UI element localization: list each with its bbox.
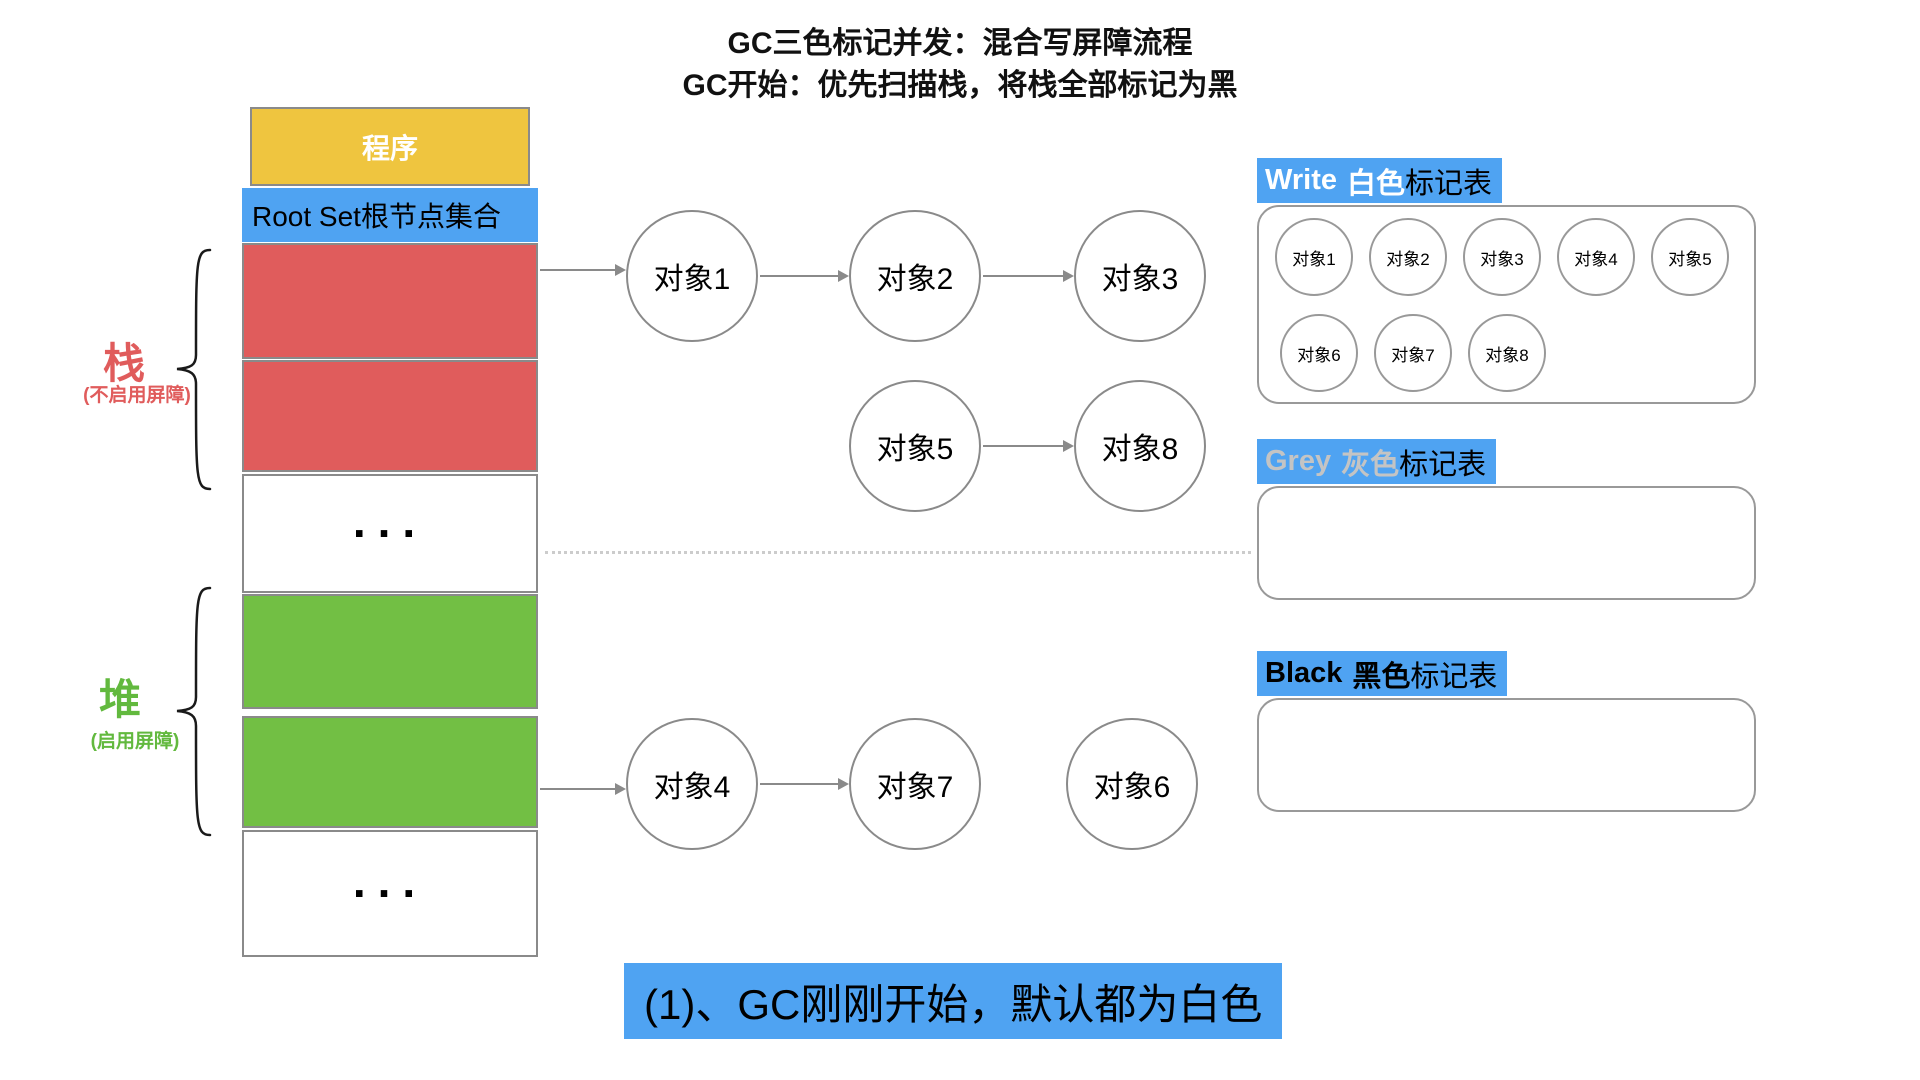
stack-barrier-note: (不启用屏障): [83, 385, 191, 406]
stack-slot-1: [242, 243, 538, 359]
node-obj6: 对象6: [1066, 718, 1198, 850]
grey-table-box: [1257, 486, 1756, 600]
step-caption: (1)、GC刚刚开始，默认都为白色: [624, 963, 1283, 1039]
node-obj8: 对象8: [1074, 380, 1206, 512]
stack-ellipsis-block: ...: [242, 474, 538, 593]
white-table-item-obj3: 对象3: [1463, 218, 1541, 296]
white-table-item-obj2: 对象2: [1369, 218, 1447, 296]
grey-table-header: Grey 灰色 标记表: [1257, 439, 1497, 484]
grey-table-title-en: Grey: [1265, 445, 1332, 477]
diagram-title-line2: GC开始：优先扫描栈，将栈全部标记为黑: [682, 69, 1238, 102]
black-table-title-suffix: 标记表: [1410, 660, 1498, 693]
white-table-item-obj8: 对象8: [1468, 314, 1546, 392]
node-obj1: 对象1: [626, 210, 758, 342]
diagram-title-line1: GC三色标记并发：混合写屏障流程: [727, 27, 1193, 60]
arrow-obj1-to-obj2: [760, 270, 849, 282]
ellipsis-text: ...: [352, 494, 428, 547]
arrow-obj4-to-obj7: [760, 778, 849, 790]
white-table-box: 对象1 对象2 对象3 对象4 对象5 对象6 对象7 对象8: [1257, 205, 1756, 404]
node-obj4: 对象4: [626, 718, 758, 850]
node-obj2: 对象2: [849, 210, 981, 342]
node-obj3: 对象3: [1074, 210, 1206, 342]
black-table-box: [1257, 698, 1756, 812]
arrow-rootstack-to-obj1: [540, 264, 626, 276]
white-table-item-obj4: 对象4: [1557, 218, 1635, 296]
arrow-heap-to-obj4: [540, 783, 626, 795]
program-block: 程序: [250, 107, 530, 186]
heap-label: 堆: [98, 676, 141, 723]
white-table-title-cn: 白色: [1346, 167, 1405, 200]
grey-table-title-cn: 灰色: [1341, 448, 1400, 481]
white-table-title-en: Write: [1265, 164, 1337, 196]
black-table-title-en: Black: [1265, 657, 1343, 689]
stack-label: 栈: [102, 340, 145, 387]
heap-brace-icon: [168, 585, 218, 843]
arrow-obj5-to-obj8: [983, 440, 1074, 452]
white-table-header: Write 白色 标记表: [1257, 158, 1503, 203]
heap-slot-2: [242, 716, 538, 828]
dotted-divider: [545, 551, 1251, 554]
heap-barrier-note: (启用屏障): [90, 731, 180, 752]
arrow-obj2-to-obj3: [983, 270, 1074, 282]
white-table-item-obj1: 对象1: [1275, 218, 1353, 296]
root-set-block: Root Set根节点集合: [242, 188, 538, 242]
node-obj7: 对象7: [849, 718, 981, 850]
black-table-header: Black 黑色 标记表: [1257, 651, 1508, 696]
white-table-item-obj6: 对象6: [1280, 314, 1358, 392]
stack-slot-2: [242, 360, 538, 472]
black-table-title-cn: 黑色: [1352, 660, 1411, 693]
grey-table-title-suffix: 标记表: [1399, 448, 1487, 481]
white-table-title-suffix: 标记表: [1405, 167, 1493, 200]
heap-slot-1: [242, 594, 538, 709]
white-table-item-obj7: 对象7: [1374, 314, 1452, 392]
ellipsis-text: ...: [352, 854, 428, 907]
heap-ellipsis-block: ...: [242, 830, 538, 957]
white-table-item-obj5: 对象5: [1651, 218, 1729, 296]
node-obj5: 对象5: [849, 380, 981, 512]
stack-brace-icon: [168, 247, 218, 497]
